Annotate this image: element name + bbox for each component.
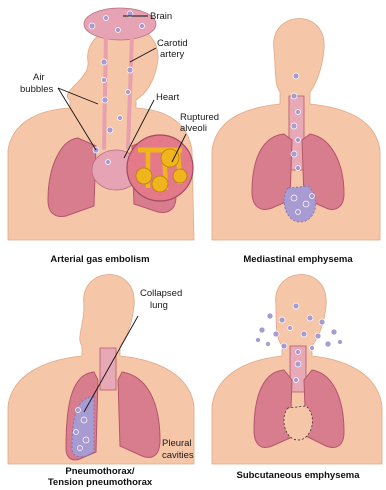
label-pleural-line1: Pleural [162,438,192,449]
label-ruptured-line1: Ruptured [180,112,219,123]
label-heart: Heart [156,92,180,103]
label-carotid-line2: artery [160,49,185,60]
caption-pneumothorax-line2: Tension pneumothorax [48,477,153,488]
caption-subcutaneous-emphysema: Subcutaneous emphysema [236,470,360,481]
label-air-bubbles-line2: bubbles [20,84,54,95]
label-collapsed-line2: lung [150,300,168,311]
label-brain: Brain [150,11,172,22]
label-carotid-line1: Carotid [157,38,188,49]
caption-pneumothorax-line1: Pneumothorax/ [65,466,135,477]
carotid-vessel-left [104,36,106,148]
panel-subcutaneous-emphysema: Subcutaneous emphysema [212,274,382,481]
panel-pneumothorax: Collapsed lung Pleural cavities Pneumoth… [8,274,194,488]
caption-arterial-gas-embolism: Arterial gas embolism [50,254,149,265]
panel-arterial-gas-embolism: Brain Carotid artery Air bubbles Heart R… [8,8,219,265]
label-ruptured-line2: alveoli [180,123,207,134]
label-pleural-line2: cavities [162,450,194,461]
caption-mediastinal-emphysema: Mediastinal emphysema [243,254,353,265]
label-air-bubbles-line1: Air [33,72,45,83]
panel-mediastinal-emphysema: Mediastinal emphysema [212,18,380,265]
label-collapsed-line1: Collapsed [140,288,182,299]
brain-shape [84,8,156,40]
